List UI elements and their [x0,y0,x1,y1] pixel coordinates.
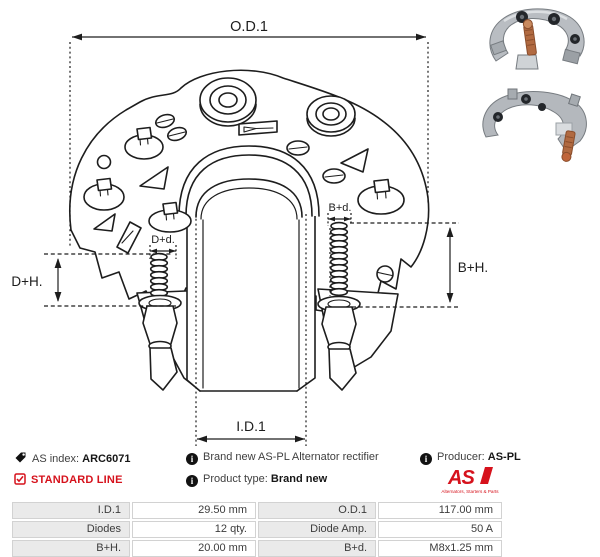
spec-value-cell: 117.00 mm [378,502,502,519]
spec-value-cell: 29.50 mm [132,502,256,519]
dimension-arrowheads [54,33,454,443]
plate-holes [96,113,394,283]
info-icon: i [186,453,198,465]
info-icon: i [420,453,432,465]
terminal-slot [238,120,278,136]
as-index-line: AS index: ARC6071 [14,451,130,465]
spec-label-cell: I.D.1 [12,502,130,519]
technical-drawing: O.D.1 I.D.1 D+H. B+H. D+d. B+d. [11,19,488,446]
dim-id1-label: I.D.1 [236,418,266,434]
copper-stud [522,19,537,56]
producer-value: AS-PL [487,451,521,463]
spec-label-cell: Diodes [12,521,130,538]
dim-bd-label: B+d. [329,202,352,214]
product-type-value: Brand new [270,473,328,485]
checkbox-icon [14,473,26,485]
as-logo-bar [480,467,493,484]
as-index-label: AS index: [32,453,80,465]
spec-label-cell: B+H. [12,540,130,557]
tag-icon [15,452,26,463]
standard-line-label: STANDARD LINE [31,474,123,486]
info-icon: i [186,475,198,487]
table-row: B+H. 20.00 mm B+d. M8x1.25 mm [12,540,502,557]
product-photo-top [478,3,594,92]
producer-line: i Producer: AS-PL [420,451,521,465]
copper-stud [561,130,576,162]
mount-boss-right [306,95,356,137]
description-text: Brand new AS-PL Alternator rectifier [203,451,379,463]
spec-value-cell: M8x1.25 mm [378,540,502,557]
dim-bh-label: B+H. [458,260,488,275]
product-type-label: Product type: [203,473,268,485]
dim-dd-label: D+d. [151,234,175,246]
spec-label-cell: Diode Amp. [258,521,376,538]
product-photo-bottom [472,87,596,170]
spec-value-cell: 50 A [378,521,502,538]
stud-d-plus [138,252,182,391]
stud-b-plus [317,221,361,391]
spec-value-cell: 20.00 mm [132,540,256,557]
as-pl-logo: AS Alternators, Starters & Parts [441,465,499,502]
arrow-marks [93,148,369,254]
diode-heads [83,126,405,233]
as-logo-text: AS [447,467,475,489]
table-row: I.D.1 29.50 mm O.D.1 117.00 mm [12,502,502,519]
specs-table: I.D.1 29.50 mm O.D.1 117.00 mm Diodes 12… [10,500,504,557]
standard-line: STANDARD LINE [14,473,123,486]
table-row: Diodes 12 qty. Diode Amp. 50 A [12,521,502,538]
center-collar [178,145,320,220]
producer-label: Producer: [437,451,485,463]
spec-label-cell: B+d. [258,540,376,557]
spec-value-cell: 12 qty. [132,521,256,538]
mount-boss-left [199,77,257,127]
product-type-line: i Product type: Brand new [186,473,327,487]
as-logo-tagline: Alternators, Starters & Parts [441,489,499,494]
spec-label-cell: O.D.1 [258,502,376,519]
dim-dh-label: D+H. [11,274,42,289]
description-line: i Brand new AS-PL Alternator rectifier [186,451,379,465]
dim-od1-label: O.D.1 [230,19,268,35]
shaft-sleeve [186,210,316,392]
as-index-value: ARC6071 [82,453,131,465]
